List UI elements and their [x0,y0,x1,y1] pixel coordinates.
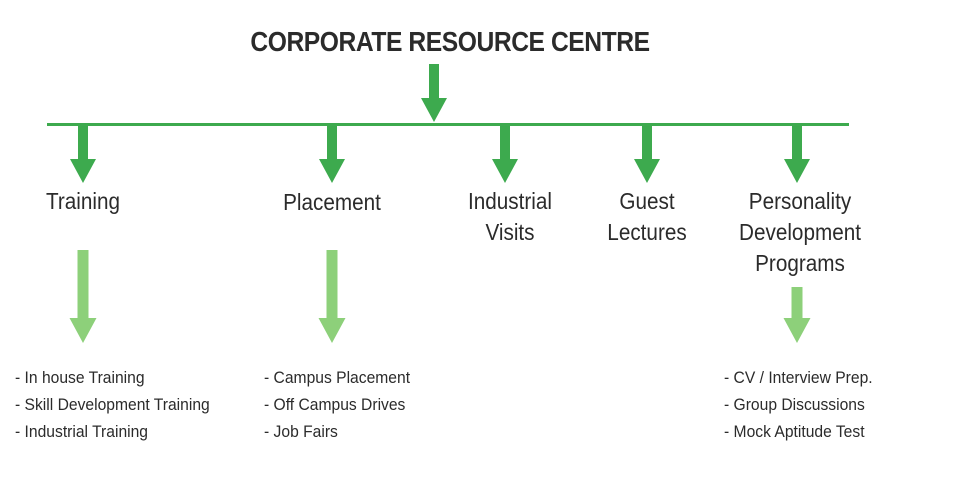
sub-arrow-personality-development [783,287,811,343]
placement-items: Campus Placement Off Campus Drives Job F… [264,364,410,445]
node-guest-lectures-line-2: Lectures [607,219,687,245]
personality-development-item: Mock Aptitude Test [724,418,873,445]
node-guest-lectures: Guest Lectures [584,186,710,248]
placement-item: Job Fairs [264,418,410,445]
branch-arrow-placement [319,126,345,183]
training-items: In house Training Skill Development Trai… [15,364,210,445]
branch-arrow-guest-lectures [634,126,660,183]
branch-arrow-industrial-visits [492,126,518,183]
branch-arrow-training [70,126,96,183]
personality-development-item: Group Discussions [724,391,873,418]
node-industrial-visits-line-2: Visits [485,219,535,245]
node-placement-line-1: Placement [283,189,381,215]
node-training: Training [29,186,137,217]
diagram-title: CORPORATE RESOURCE CENTRE [250,26,650,57]
placement-item: Off Campus Drives [264,391,410,418]
node-guest-lectures-line-1: Guest [619,188,675,214]
node-industrial-visits: Industrial Visits [447,186,573,248]
placement-item: Campus Placement [264,364,410,391]
title-down-arrow [421,64,447,122]
node-industrial-visits-line-1: Industrial [467,188,552,214]
branch-arrow-personality-development [784,126,810,183]
personality-development-items: CV / Interview Prep. Group Discussions M… [724,364,873,445]
sub-arrow-placement [318,250,346,343]
node-placement: Placement [269,187,395,218]
training-item: Industrial Training [15,418,210,445]
node-personality-development-line-1: Personality [748,188,852,214]
node-personality-development-line-3: Programs [755,250,845,276]
node-personality-development: Personality Development Programs [724,186,877,279]
node-training-line-1: Training [45,188,121,214]
sub-arrow-training [69,250,97,343]
horizontal-connector [47,123,849,126]
personality-development-item: CV / Interview Prep. [724,364,873,391]
node-personality-development-line-2: Development [739,219,861,245]
training-item: Skill Development Training [15,391,210,418]
training-item: In house Training [15,364,210,391]
